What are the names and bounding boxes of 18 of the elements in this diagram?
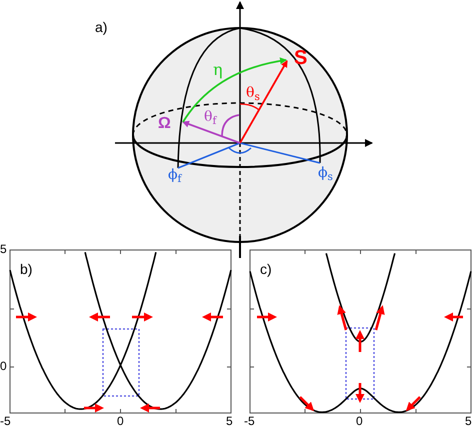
axis-tick-label: 0: [356, 415, 363, 427]
axis-tick-label: -5: [244, 415, 255, 427]
panel-label: c): [260, 262, 272, 276]
axis-tick-label: 5: [0, 243, 7, 255]
axis-tick-label: 5: [226, 415, 233, 427]
vector-label: Ω: [158, 116, 171, 132]
panel-label: a): [95, 20, 108, 34]
angle-label: ϕ$_{f}$: [168, 168, 182, 182]
angle-label: η: [213, 62, 223, 78]
angle-label: ϕ$_{s}$: [318, 166, 333, 180]
axis-tick-label: -5: [0, 415, 11, 427]
axis-tick-label: 0: [0, 360, 7, 372]
axis-tick-label: 5: [465, 415, 472, 427]
axis-tick-label: 0: [117, 415, 124, 427]
vector-label: S: [294, 48, 308, 68]
panel-label: b): [20, 262, 32, 276]
angle-label: θ$_{s}$: [246, 86, 260, 100]
angle-label: θ$_{f}$: [204, 110, 216, 124]
